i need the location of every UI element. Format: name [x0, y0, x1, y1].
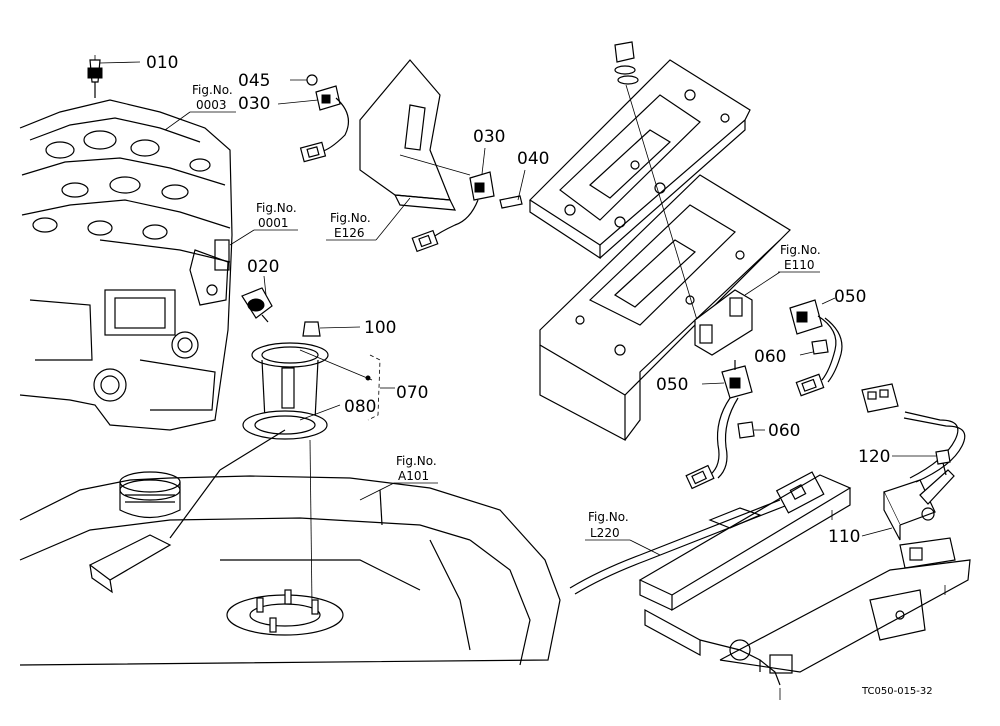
part-030-lower: [411, 147, 526, 253]
part-label: 030: [473, 127, 505, 147]
fuel-sender-assembly: [169, 321, 395, 606]
part-label: 020: [247, 257, 279, 277]
upper-plate: [529, 59, 751, 260]
part-label: 050: [834, 287, 866, 307]
bracket-e110: [694, 271, 781, 356]
part-label: 050: [656, 375, 688, 395]
fig-ref-number: E126: [334, 226, 365, 240]
part-label: 100: [364, 318, 396, 338]
drawing-code: TC050-015-32: [861, 686, 933, 697]
part-label: 045: [238, 71, 270, 91]
fig-ref-number: E110: [784, 258, 815, 272]
part-label: 120: [858, 447, 890, 467]
part-label: 030: [238, 94, 270, 114]
part-label: 010: [146, 53, 178, 73]
part-label: 080: [344, 397, 376, 417]
leader-lines: [164, 111, 820, 556]
part-label: 110: [828, 527, 860, 547]
part-label: 060: [768, 421, 800, 441]
part-050-upper: [789, 297, 843, 397]
fig-ref-label: Fig.No.: [396, 454, 437, 468]
mount-screw: [614, 41, 701, 331]
part-number-labels: 010 045 030 030 040 020 100 070 080 050 …: [146, 53, 890, 547]
part-label: 070: [396, 383, 428, 403]
part-030-upper: [277, 74, 350, 163]
fuel-tank-a101: [19, 471, 561, 666]
engine-block: [19, 99, 233, 431]
part-050-lower: [685, 360, 765, 490]
fig-ref-number: 0001: [258, 216, 289, 230]
fig-ref-number: A101: [398, 469, 429, 483]
fig-ref-label: Fig.No.: [192, 83, 233, 97]
bracket-e126: [359, 59, 471, 211]
part-110-seat-switch: [861, 383, 966, 541]
part-010-sender: [87, 55, 141, 98]
part-label: 040: [517, 149, 549, 169]
fig-ref-number: L220: [590, 526, 620, 540]
fig-ref-label: Fig.No.: [588, 510, 629, 524]
figure-reference-labels: Fig.No. 0003 Fig.No. 0001 Fig.No. E126 F…: [192, 83, 821, 540]
part-label: 060: [754, 347, 786, 367]
fig-ref-label: Fig.No.: [780, 243, 821, 257]
seat-frame-l220: [569, 471, 971, 700]
fig-ref-label: Fig.No.: [330, 211, 371, 225]
part-020-switch: [241, 275, 273, 323]
fig-ref-number: 0003: [196, 98, 227, 112]
lower-cover-panel: [539, 174, 791, 441]
fig-ref-label: Fig.No.: [256, 201, 297, 215]
